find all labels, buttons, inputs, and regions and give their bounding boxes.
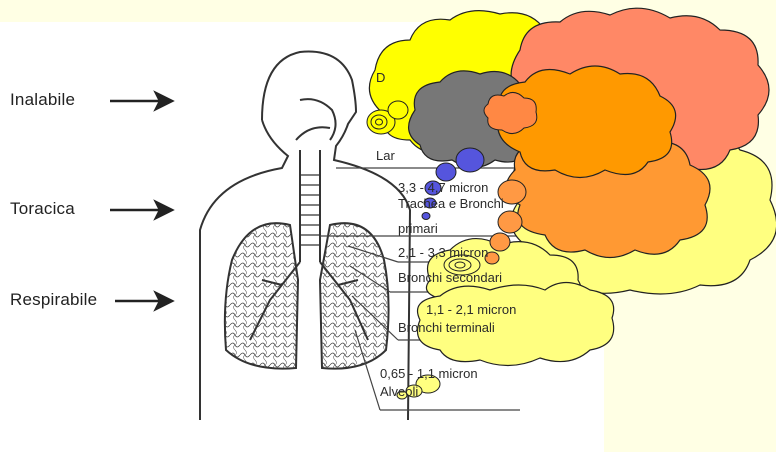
label-respirabile: Respirabile [10,290,97,310]
annotation-bronchi-secondari: Bronchi secondari [398,270,502,286]
arrow-toracica-icon [110,202,172,218]
annotation-size-2: 2,1 - 3,3 micron [398,245,488,261]
arrow-respirabile-icon [115,293,172,309]
cloud-orange-small [484,92,537,133]
annotation-size-3: 1,1 - 2,1 micron [426,302,516,318]
annotation-trachea: Trachea e Bronchi [398,196,504,212]
annotation-alveoli: Alveoli [380,384,418,400]
trachea [300,150,320,262]
annotation-size-1: 3,3 - 4,7 micron [398,180,488,196]
label-inalabile: Inalabile [10,90,75,110]
arrow-inalabile-icon [110,93,172,109]
annotation-bronchi-terminali: Bronchi terminali [398,320,495,336]
annotation-laringe: Lar [376,148,395,164]
annotation-top-cut: D [376,70,385,86]
label-toracica: Toracica [10,199,75,219]
right-lung [320,223,389,368]
left-lung [225,223,298,368]
annotation-size-4: 0,65 - 1,1 micron [380,366,478,382]
annotation-primari: primari [398,221,438,237]
